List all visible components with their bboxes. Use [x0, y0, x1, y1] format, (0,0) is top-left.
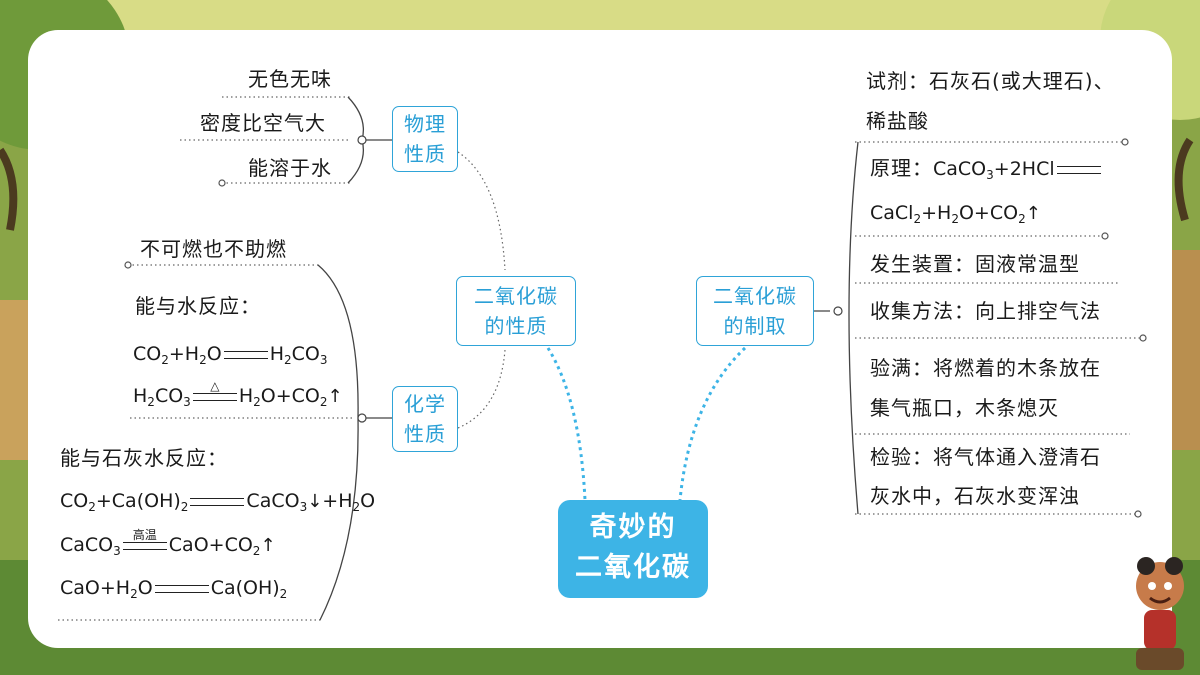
high-temp-condition: 高温 [132, 527, 157, 542]
principle-line-1: 原理：CaCO3+2HCl [870, 156, 1103, 187]
equation-carbonic-decompose: H2CO3△H2O+CO2↑ [133, 379, 343, 414]
chemical-line-2: 性质 [404, 422, 446, 446]
center-line-2: 二氧化碳 [575, 552, 691, 583]
principle-label: 原理： [870, 156, 933, 180]
test-line-1: 检验：将气体通入澄清石 [870, 445, 1101, 469]
center-node: 奇妙的 二氧化碳 [558, 500, 708, 598]
chemical-line-1: 化学 [404, 392, 446, 416]
preparation-line-1: 二氧化碳 [713, 284, 797, 308]
preparation-node: 二氧化碳 的制取 [696, 276, 814, 346]
reagent-line-2: 稀盐酸 [866, 109, 929, 133]
physical-item-2: 密度比空气大 [200, 111, 326, 135]
collection-text: 收集方法：向上排空气法 [870, 299, 1101, 323]
chemical-properties-node: 化学 性质 [392, 386, 458, 452]
physical-line-1: 物理 [404, 112, 446, 136]
properties-node: 二氧化碳 的性质 [456, 276, 576, 346]
physical-item-1: 无色无味 [248, 67, 332, 91]
properties-line-1: 二氧化碳 [474, 284, 558, 308]
test-line-2: 灰水中，石灰水变浑浊 [870, 484, 1080, 508]
physical-properties-node: 物理 性质 [392, 106, 458, 172]
full-check-line-2: 集气瓶口，木条熄灭 [870, 396, 1059, 420]
chemical-item-limewater-title: 能与石灰水反应： [60, 446, 228, 470]
physical-line-2: 性质 [404, 142, 446, 166]
center-line-1: 奇妙的 [589, 512, 677, 543]
physical-item-3: 能溶于水 [248, 156, 332, 180]
full-check-line-1: 验满：将燃着的木条放在 [870, 356, 1101, 380]
chemical-item-water-title: 能与水反应： [135, 294, 261, 318]
heat-condition: △ [210, 378, 220, 393]
reagent-line-1: 试剂：石灰石(或大理石)、 [866, 69, 1115, 93]
mascot-character-icon [1136, 557, 1184, 670]
principle-line-2: CaCl2+H2O+CO2↑ [870, 202, 1041, 226]
apparatus-text: 发生装置：固液常温型 [870, 252, 1080, 276]
datetime-watermark: 2026年7月21日 星期二10时12分53秒 [752, 624, 1016, 642]
chemical-item-nonflammable: 不可燃也不助燃 [140, 237, 287, 261]
properties-line-2: 的性质 [484, 314, 548, 338]
preparation-line-2: 的制取 [723, 314, 787, 338]
